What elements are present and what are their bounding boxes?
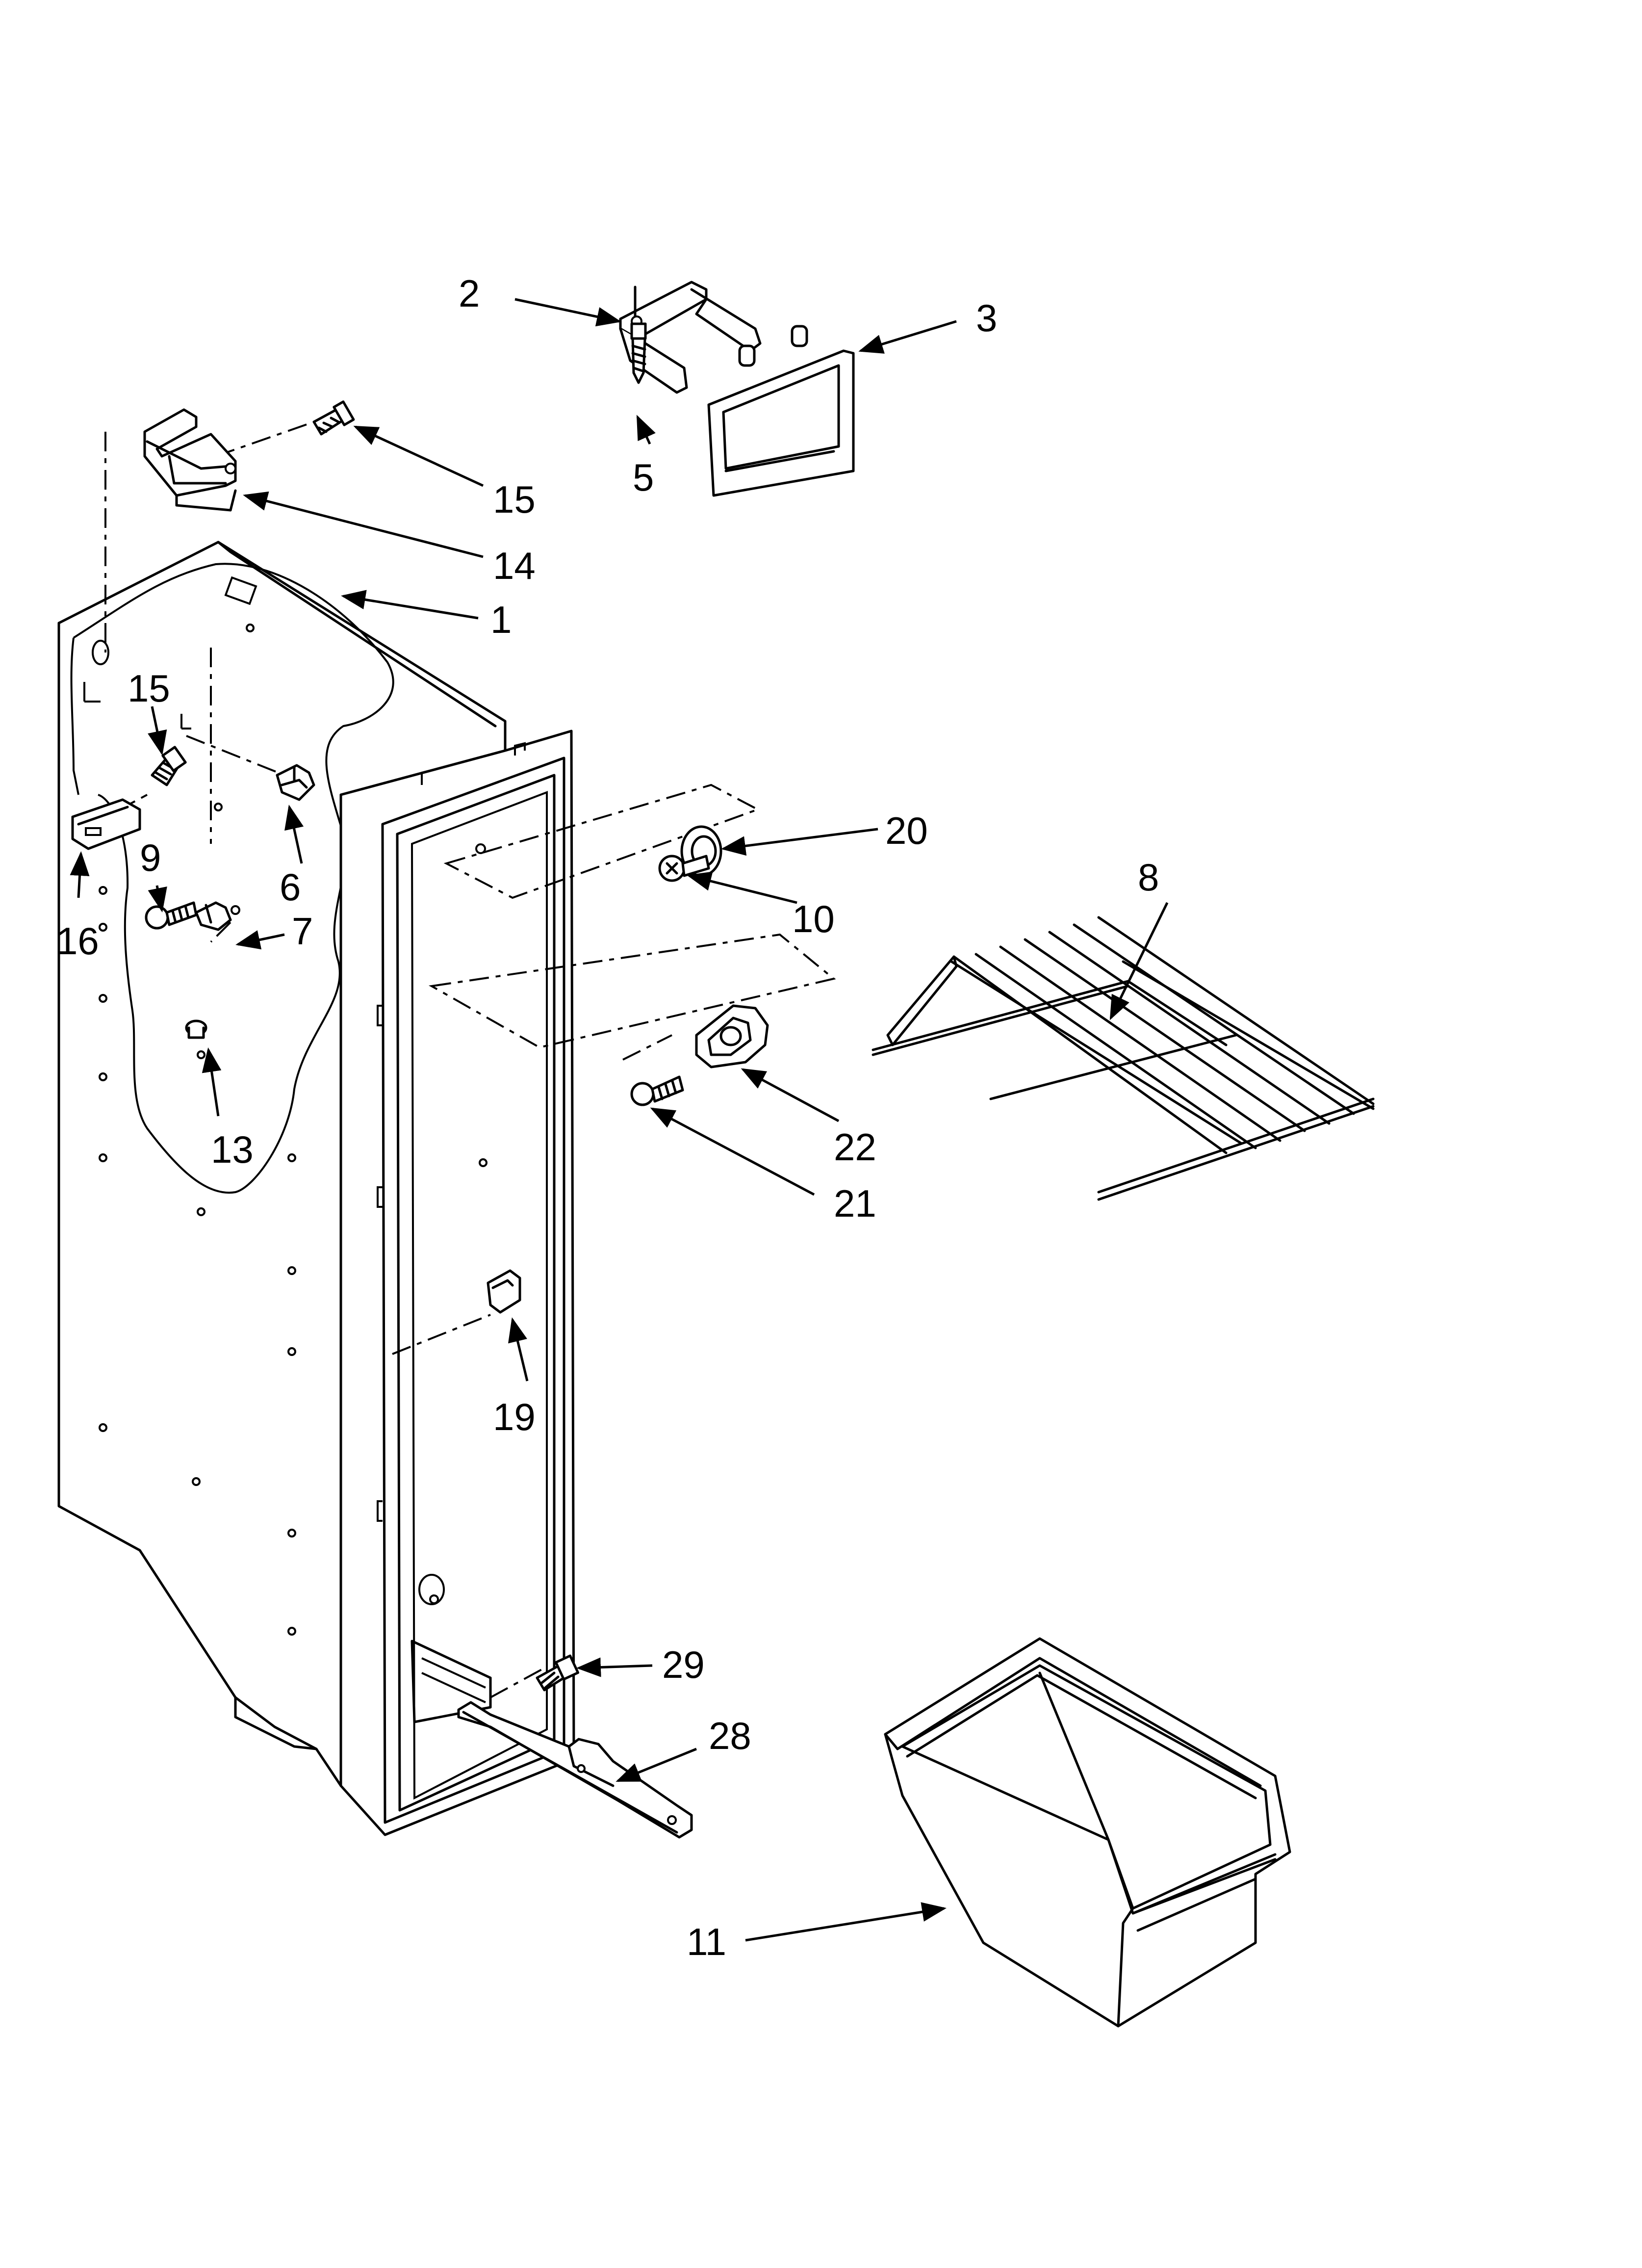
- part-29-screw: [536, 1654, 580, 1692]
- part-19-clip: [487, 1269, 521, 1314]
- callout-5: 5: [633, 456, 654, 499]
- callout-15-top: 15: [493, 478, 536, 521]
- part-28-rail: [457, 1701, 693, 1839]
- callout-labels: 2 3 5 15 14 1 15 6 9 7 16 13 20 10 8 22 …: [56, 272, 1159, 1963]
- part-15-screw-side: [151, 746, 187, 786]
- callout-13: 13: [211, 1128, 254, 1171]
- callout-21: 21: [834, 1182, 876, 1225]
- callout-29: 29: [662, 1643, 705, 1686]
- callout-6: 6: [280, 865, 301, 909]
- part-13-plug: [185, 1019, 207, 1039]
- part-7-clip: [195, 901, 240, 931]
- part-22-bracket: [695, 1004, 769, 1069]
- callout-14: 14: [493, 544, 536, 587]
- part-3-panel: [707, 325, 855, 497]
- callout-1: 1: [490, 598, 512, 641]
- part-21-screw: [630, 1075, 684, 1106]
- part-10-screw: [658, 855, 710, 882]
- callout-11: 11: [687, 1920, 726, 1963]
- part-16-clip: [71, 798, 141, 850]
- callout-16: 16: [56, 919, 99, 963]
- callout-9: 9: [140, 836, 161, 879]
- cabinet-liner: [57, 541, 575, 1836]
- callout-22: 22: [834, 1125, 876, 1169]
- callout-7: 7: [292, 910, 313, 953]
- part-11-storage-bin: [884, 1637, 1291, 2028]
- leader-arrows: [70, 298, 1169, 1942]
- callout-19: 19: [493, 1395, 536, 1438]
- part-8-wire-shelf: [872, 916, 1375, 1201]
- callout-10: 10: [792, 897, 835, 940]
- callout-3: 3: [976, 296, 997, 339]
- part-14-bracket: [143, 408, 237, 512]
- guide-lines: [73, 421, 836, 1698]
- callout-20: 20: [885, 809, 928, 852]
- callout-28: 28: [709, 1714, 751, 1757]
- part-15-screw-top: [312, 400, 355, 436]
- part-5-screw: [630, 322, 647, 384]
- callout-8: 8: [1138, 856, 1159, 899]
- part-6-clip: [276, 764, 315, 801]
- callout-15-side: 15: [128, 667, 170, 710]
- callout-2: 2: [459, 272, 480, 315]
